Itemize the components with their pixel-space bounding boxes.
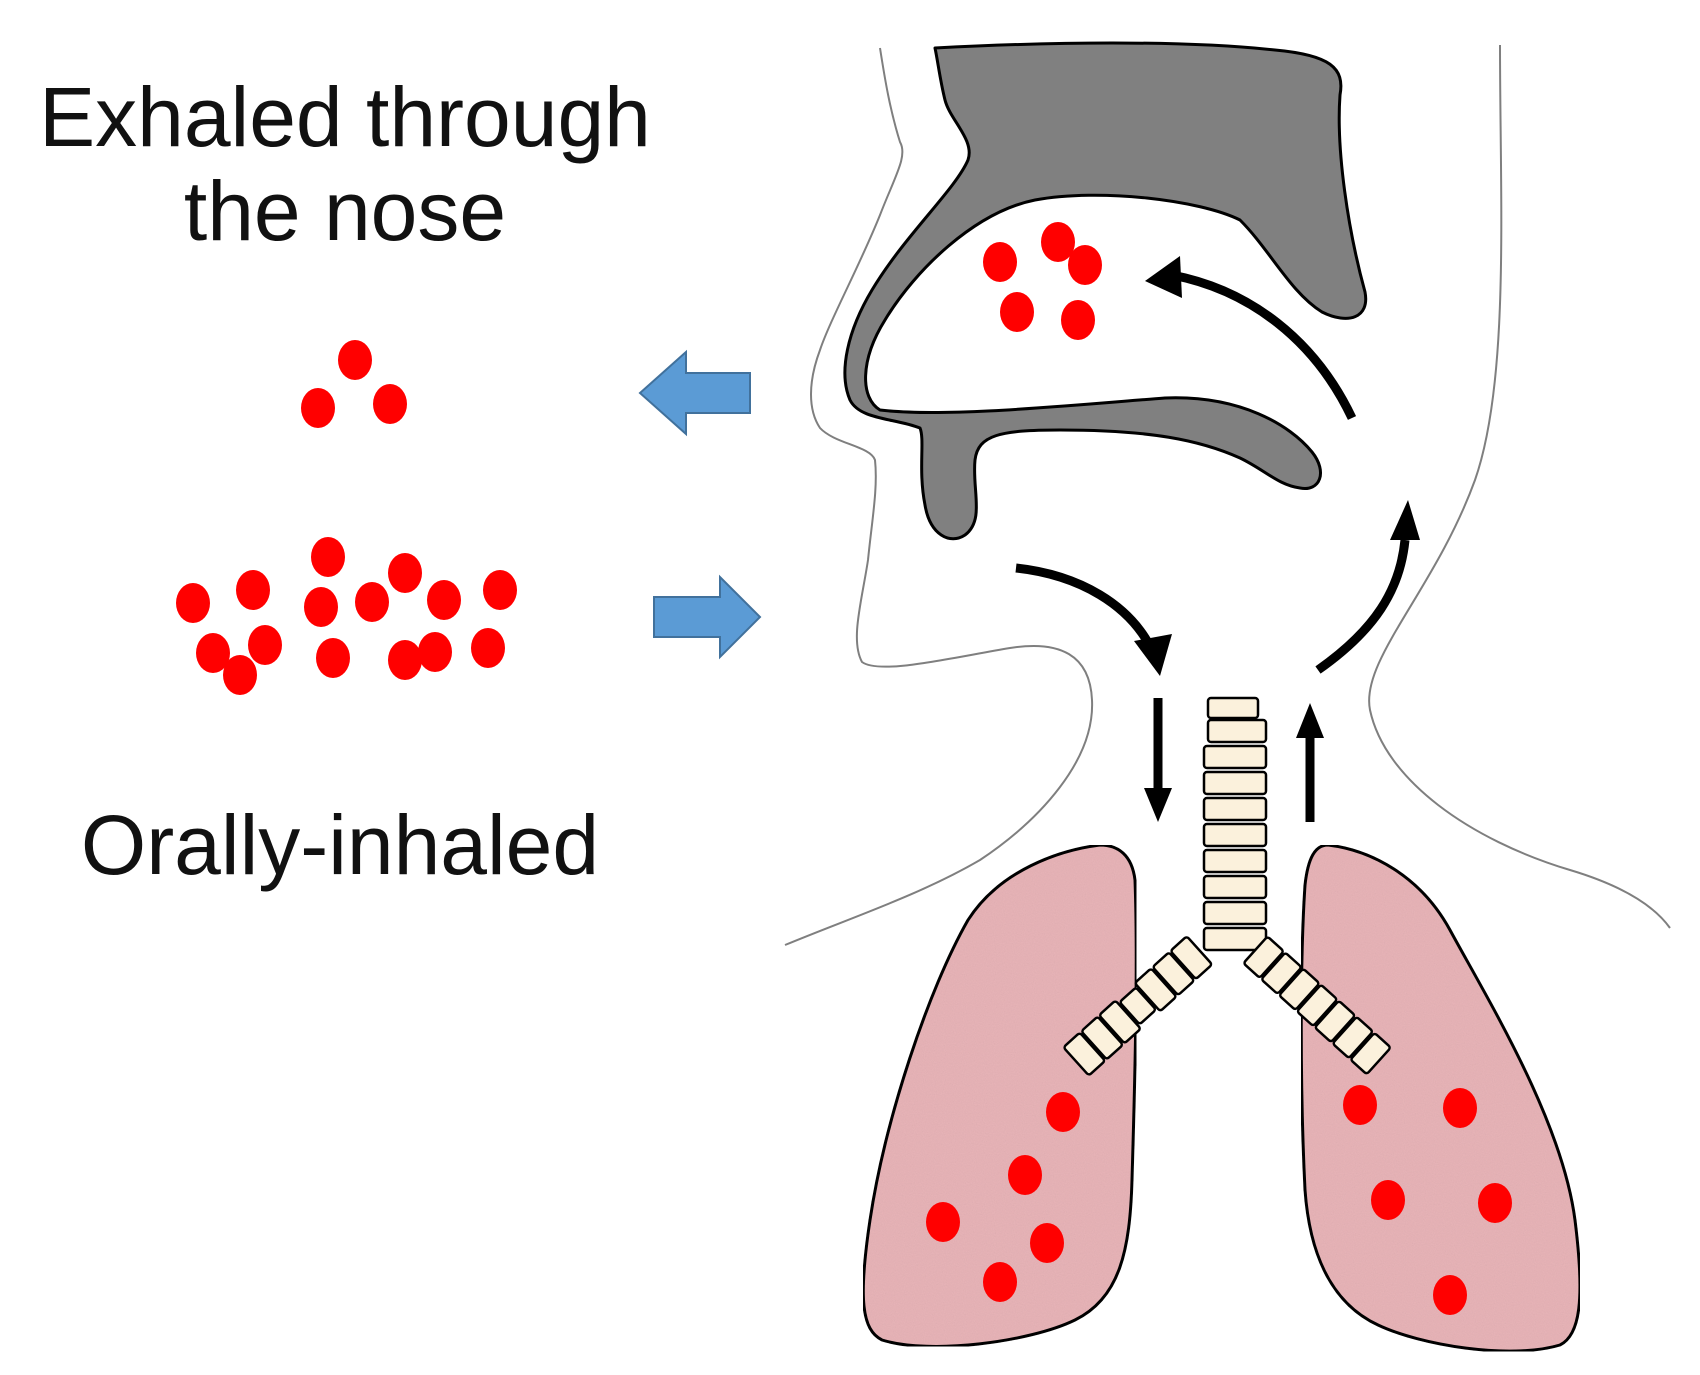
nasal-particles [983, 222, 1102, 340]
right-bronchus [1243, 936, 1391, 1075]
left-lung-particles [926, 1092, 1080, 1302]
exhaled-particles [301, 340, 407, 428]
exhale-flow-arrow [1145, 256, 1357, 420]
left-block-arrow-icon [638, 349, 751, 437]
inhaled-particles [176, 537, 517, 695]
face-outline [784, 47, 1094, 946]
neck-outline [1368, 44, 1671, 929]
exhale-up-arrow [1296, 703, 1324, 822]
inhaled-label: Orally-inhaled [80, 798, 600, 892]
right-block-arrow-icon [653, 574, 762, 660]
nasal-cavity [843, 41, 1368, 541]
right-lung-particles [1343, 1085, 1512, 1315]
exhale-throat-arrow [1315, 500, 1420, 674]
right-lung [1299, 843, 1582, 1353]
inhale-mouth-arrow [1015, 563, 1172, 676]
left-bronchus [1063, 936, 1213, 1076]
trachea [1202, 696, 1268, 952]
inhale-down-arrow [1144, 698, 1172, 822]
